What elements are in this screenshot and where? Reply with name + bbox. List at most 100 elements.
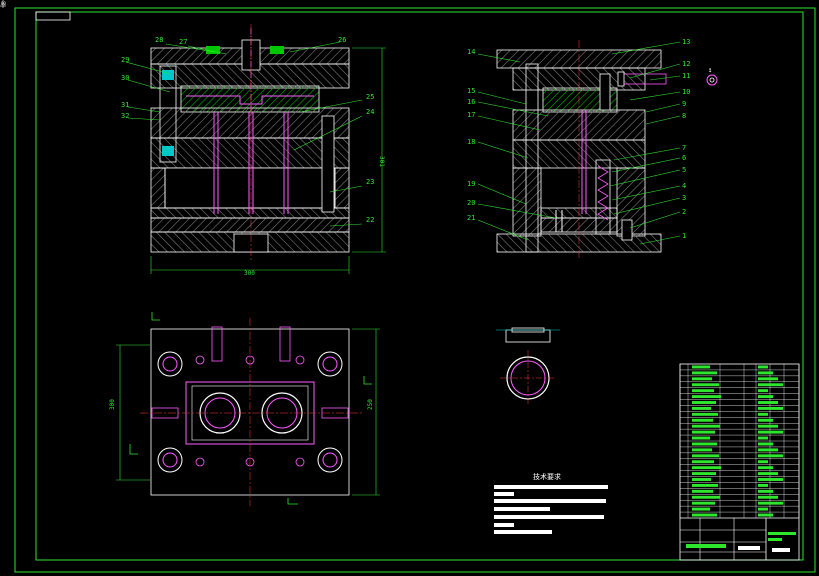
side-label-17: 17 xyxy=(467,111,475,119)
bom-cell-text xyxy=(758,472,778,476)
side-label-3: 3 xyxy=(682,194,686,202)
bom-cell-text xyxy=(758,365,768,369)
bom-cell-text xyxy=(758,478,783,481)
side-label-14: 14 xyxy=(467,48,475,56)
bom-cell-text xyxy=(758,389,768,393)
front-label-27: 27 xyxy=(179,38,187,46)
side-label-5: 5 xyxy=(682,166,686,174)
bom-cell-text xyxy=(692,418,713,422)
front-label-32: 32 xyxy=(121,112,129,120)
title-block xyxy=(680,517,799,560)
bom-cell-text xyxy=(692,406,711,410)
bom-cell-text xyxy=(758,412,768,416)
side-label-8: 8 xyxy=(682,112,686,120)
bom-cell-text xyxy=(692,371,717,375)
front-label-24: 24 xyxy=(366,108,374,116)
front-leaders xyxy=(125,41,363,227)
side-label-18: 18 xyxy=(467,138,475,146)
bom-cell-text xyxy=(692,454,719,458)
bom-cell-text xyxy=(758,395,773,399)
part-detail xyxy=(496,327,560,406)
bom-cell-text xyxy=(692,507,710,511)
side-label-20: 20 xyxy=(467,199,475,207)
bom-cell-text xyxy=(692,501,715,505)
outer-border xyxy=(14,7,816,573)
front-section-view xyxy=(150,24,386,274)
bom-cell-text xyxy=(692,430,715,434)
top-right-mark: ↥ xyxy=(708,66,712,74)
side-label-16: 16 xyxy=(467,98,475,106)
bom-cell-text xyxy=(692,483,718,487)
bom-cell-text xyxy=(758,483,768,487)
side-label-13: 13 xyxy=(682,38,690,46)
side-leaders xyxy=(477,41,681,245)
front-label-30: 30 xyxy=(121,74,129,82)
bom-cell-text xyxy=(758,448,778,452)
plan-dim-left: 300 xyxy=(109,399,116,410)
bom-cell-text xyxy=(758,466,773,470)
front-dim-height: 301 xyxy=(378,156,385,167)
bom-cell-text xyxy=(758,489,773,493)
inner-border xyxy=(35,11,804,561)
bom-cell-text xyxy=(692,377,712,381)
bom-cell-text xyxy=(758,406,783,410)
bom-cell-text xyxy=(692,466,721,470)
bom-cell-text xyxy=(692,513,717,517)
bom-cell-text xyxy=(758,424,778,428)
front-label-29: 29 xyxy=(121,56,129,64)
notes-title: 技术要求 xyxy=(533,472,561,481)
side-label-1: 1 xyxy=(682,232,686,240)
bom-cell-text xyxy=(758,442,773,446)
bom-cell-text xyxy=(692,460,714,464)
bom-cell-text xyxy=(692,412,718,416)
bom-cell-text xyxy=(692,365,710,369)
notes-text-lines xyxy=(494,485,608,534)
front-label-25: 25 xyxy=(366,93,374,101)
side-label-21: 21 xyxy=(467,214,475,222)
bom-cell-text xyxy=(758,383,783,387)
side-label-15: 15 xyxy=(467,87,475,95)
side-label-12: 12 xyxy=(682,60,690,68)
side-label-19: 19 xyxy=(467,180,475,188)
side-label-6: 6 xyxy=(682,154,686,162)
front-label-22: 22 xyxy=(366,216,374,224)
bom-rows xyxy=(679,364,800,518)
bom-cell-text xyxy=(758,401,778,404)
bom-cell-text xyxy=(758,371,773,375)
side-label-2: 2 xyxy=(682,208,686,216)
bom-cell-text xyxy=(758,377,778,381)
bom-cell-text xyxy=(692,401,716,404)
corner-mark: 00 xyxy=(1,1,6,6)
side-label-10: 10 xyxy=(682,88,690,96)
side-label-4: 4 xyxy=(682,182,686,190)
bom-cell-text xyxy=(692,478,711,481)
side-label-7: 7 xyxy=(682,144,686,152)
bom-cell-text xyxy=(758,418,773,422)
bom-cell-text xyxy=(692,436,710,440)
bom-cell-text xyxy=(692,424,720,428)
front-dim-width: 300 xyxy=(244,270,255,277)
bom-cell-text xyxy=(692,495,720,499)
side-label-9: 9 xyxy=(682,100,686,108)
front-label-31: 31 xyxy=(121,101,129,109)
front-label-28: 28 xyxy=(155,36,163,44)
front-label-26: 26 xyxy=(338,36,346,44)
bom-cell-text xyxy=(692,448,712,452)
bom-cell-text xyxy=(758,430,783,434)
bom-cell-text xyxy=(758,513,773,517)
bom-cell-text xyxy=(692,442,717,446)
bom-cell-text xyxy=(758,495,778,499)
plan-dim-right: 250 xyxy=(367,399,374,410)
bom-cell-text xyxy=(692,395,721,399)
front-label-23: 23 xyxy=(366,178,374,186)
plan-view xyxy=(116,312,380,506)
bom-cell-text xyxy=(758,454,783,458)
bom-cell-text xyxy=(758,460,768,464)
bom-cell-text xyxy=(692,489,713,493)
bom-cell-text xyxy=(692,472,716,476)
drawing-number-box xyxy=(35,11,71,21)
bom-cell-text xyxy=(692,383,719,387)
bom-cell-text xyxy=(758,507,768,511)
bom-cell-text xyxy=(758,436,768,440)
